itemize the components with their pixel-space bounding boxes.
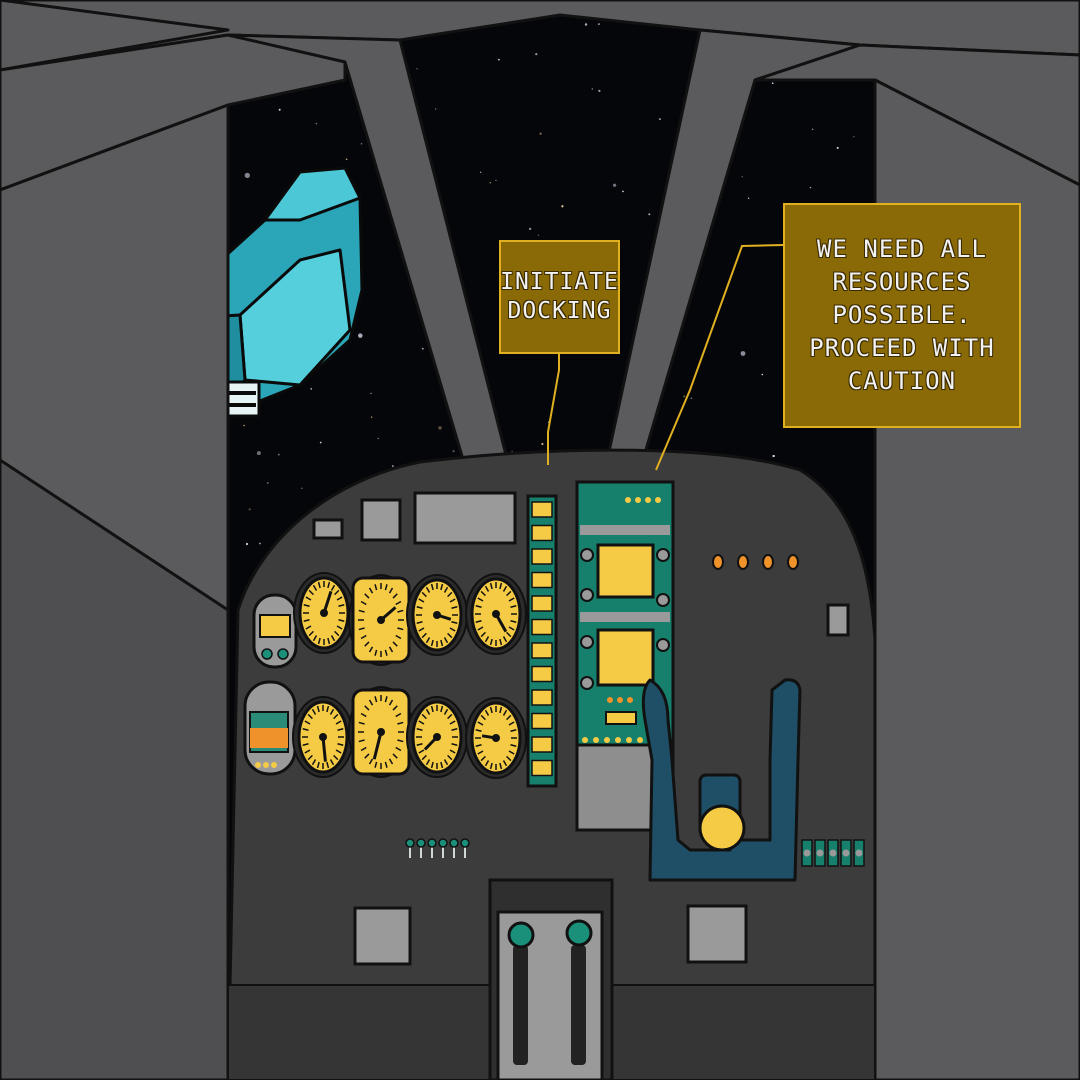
callout-resources-caution: WE NEED ALL RESOURCES POSSIBLE. PROCEED … xyxy=(783,203,1021,428)
gauge-icon xyxy=(406,696,468,778)
gauge-icon xyxy=(465,697,527,779)
rocker-switches xyxy=(801,839,865,867)
gauge-icon xyxy=(348,574,414,666)
gauge-icon xyxy=(406,574,468,656)
gauge-icon xyxy=(292,696,354,778)
gauge-icon xyxy=(465,573,527,655)
gauge-cluster xyxy=(292,572,527,779)
toggle-switch-icon xyxy=(405,838,470,858)
yoke-icon xyxy=(641,678,802,882)
gauge-icon xyxy=(348,686,414,778)
indicator-strip xyxy=(531,501,553,777)
throttle-lever-icon xyxy=(507,919,593,1065)
dashboard xyxy=(226,448,877,1080)
callout-initiate-docking: INITIATE DOCKING xyxy=(499,240,620,354)
indicator-light-icon xyxy=(712,554,799,570)
gauge-icon xyxy=(293,572,355,654)
